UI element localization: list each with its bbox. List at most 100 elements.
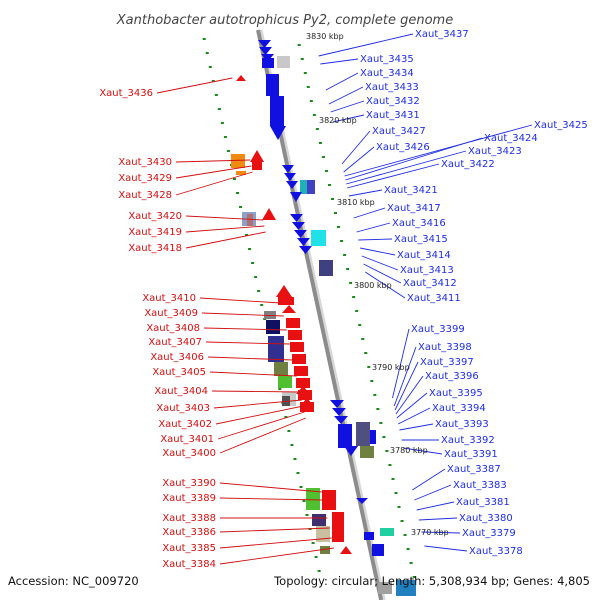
inner-tick — [260, 304, 264, 306]
inner-tick — [254, 276, 258, 278]
gene-box — [231, 154, 245, 168]
forward-gene-arrow — [284, 173, 296, 181]
gene-box — [320, 546, 330, 554]
map-title: Xanthobacter autotrophicus Py2, complete… — [116, 13, 453, 28]
outer-tick — [300, 58, 304, 60]
reverse-gene-box — [278, 297, 294, 305]
gene-box — [274, 362, 288, 376]
leader-line — [175, 159, 251, 163]
forward-gene-arrow — [330, 400, 344, 408]
forward-gene-arrow — [334, 416, 348, 424]
gene-box — [356, 422, 370, 446]
gene-box — [360, 446, 374, 458]
leader-line — [219, 497, 324, 501]
inner-tick — [284, 416, 288, 418]
outer-tick — [382, 436, 386, 438]
reverse-gene-box — [288, 330, 302, 340]
outer-tick — [355, 310, 359, 312]
gene-box — [312, 514, 326, 526]
forward-gene-arrow — [258, 40, 271, 48]
forward-gene-arrow — [299, 246, 312, 254]
leader-line — [421, 531, 461, 534]
leader-line — [395, 375, 424, 415]
gene-label-forward: Xaut_3392 — [441, 435, 495, 446]
leader-line — [348, 189, 383, 197]
forward-gene-arrow — [286, 181, 298, 189]
gene-label-forward: Xaut_3394 — [432, 403, 486, 414]
gene-label-reverse: Xaut_3410 — [142, 293, 196, 304]
leader-line — [397, 407, 431, 425]
leader-line — [199, 297, 281, 304]
inner-tick — [223, 136, 227, 138]
leader-line — [393, 346, 417, 407]
leader-line — [341, 130, 371, 165]
forward-gene-box — [270, 96, 284, 126]
gene-label-forward: Xaut_3437 — [415, 29, 469, 40]
gene-label-forward: Xaut_3416 — [392, 218, 446, 229]
inner-tick — [220, 122, 224, 124]
gene-label-forward: Xaut_3398 — [418, 342, 472, 353]
inner-tick — [235, 192, 239, 194]
leader-line — [330, 100, 365, 113]
leader-line — [201, 312, 284, 317]
forward-gene-box — [364, 532, 374, 540]
leader-line — [332, 114, 365, 123]
gene-label-forward: Xaut_3422 — [441, 159, 495, 170]
outer-tick — [343, 254, 347, 256]
outer-tick — [312, 114, 316, 116]
gene-label-forward: Xaut_3396 — [425, 371, 479, 382]
gene-label-forward: Xaut_3397 — [420, 357, 474, 368]
gene-labels: Xaut_3437Xaut_3435Xaut_3434Xaut_3433Xaut… — [99, 29, 587, 570]
leader-line — [424, 545, 468, 552]
leader-line — [209, 371, 297, 377]
inner-tick — [202, 38, 206, 40]
reverse-gene-box — [292, 354, 306, 364]
scale-label: 3820 kbp — [319, 116, 357, 125]
outer-tick — [379, 422, 383, 424]
gene-label-forward: Xaut_3399 — [411, 324, 465, 335]
gene-label-forward: Xaut_3417 — [387, 203, 441, 214]
gene-label-reverse: Xaut_3420 — [128, 211, 182, 222]
forward-gene-arrow — [356, 498, 368, 504]
leader-line — [207, 356, 294, 361]
inner-tick — [302, 500, 306, 502]
gene-box — [396, 580, 416, 596]
gene-label-forward: Xaut_3395 — [429, 388, 483, 399]
leader-line — [412, 468, 446, 491]
gene-box — [316, 526, 330, 542]
outer-tick — [400, 520, 404, 522]
leader-line — [219, 527, 330, 533]
gene-label-reverse: Xaut_3409 — [144, 308, 198, 319]
forward-gene-arrow — [344, 446, 358, 456]
leader-line — [325, 72, 359, 91]
scale-label: 3770 kbp — [411, 528, 449, 537]
gene-label-forward: Xaut_3424 — [484, 133, 538, 144]
inner-tick — [317, 570, 321, 572]
gene-label-forward: Xaut_3432 — [366, 96, 420, 107]
leader-line — [345, 137, 483, 181]
reverse-gene-arrow — [236, 75, 246, 81]
reverse-gene-box — [252, 162, 262, 170]
gene-label-forward: Xaut_3378 — [469, 546, 523, 557]
gene-label-forward: Xaut_3379 — [462, 528, 516, 539]
inner-tick — [205, 52, 209, 54]
gene-label-reverse: Xaut_3384 — [162, 559, 216, 570]
forward-gene-arrow — [290, 192, 302, 202]
outer-tick — [376, 408, 380, 410]
gene-label-reverse: Xaut_3386 — [162, 527, 216, 538]
inner-tick — [211, 80, 215, 82]
leader-line — [365, 271, 406, 299]
outer-tick — [309, 100, 313, 102]
gene-features — [231, 40, 416, 596]
leader-line — [185, 215, 264, 221]
outer-tick — [349, 282, 353, 284]
inner-tick — [290, 444, 294, 446]
gene-label-forward: Xaut_3387 — [447, 464, 501, 475]
outer-tick — [340, 240, 344, 242]
outer-tick — [330, 198, 334, 200]
leader-line — [356, 222, 391, 233]
gene-label-reverse: Xaut_3418 — [128, 243, 182, 254]
outer-tick — [352, 296, 356, 298]
reverse-gene-arrow — [276, 285, 292, 297]
